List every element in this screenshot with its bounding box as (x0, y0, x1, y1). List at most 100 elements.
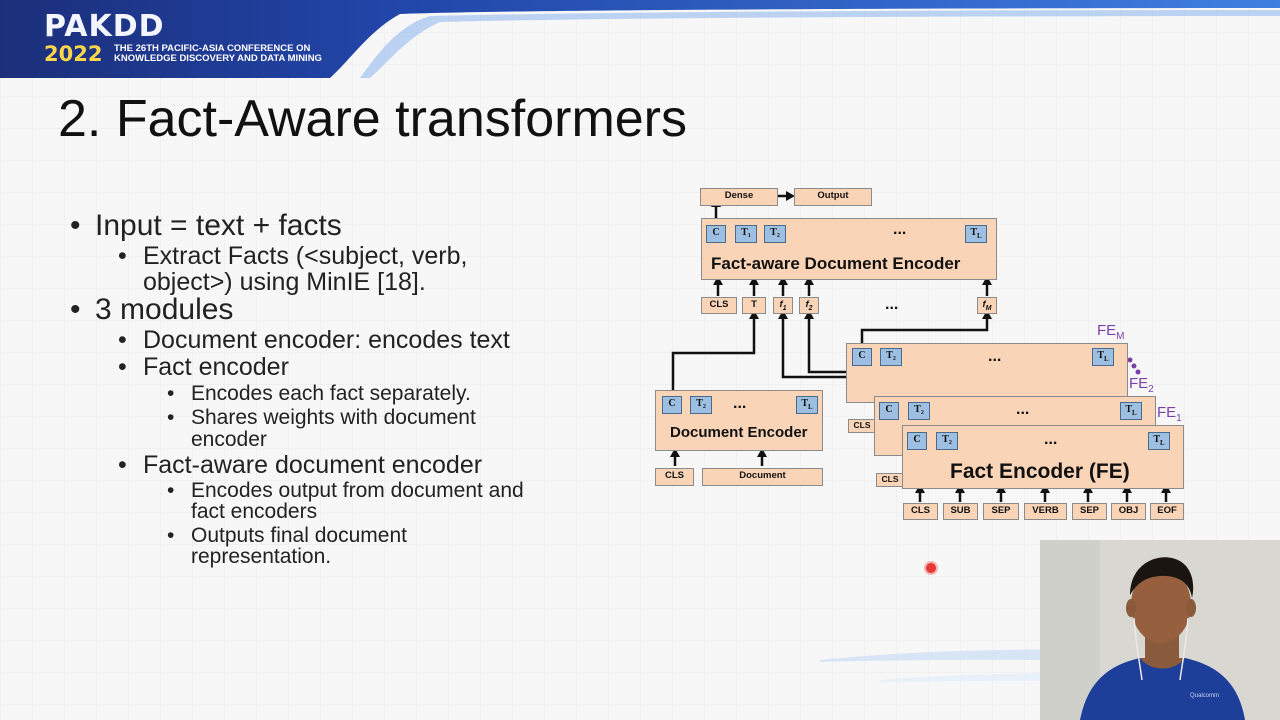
fe-1-sub: 1 (1176, 413, 1182, 424)
bullet-fact-aware: Fact-aware document encoder (143, 451, 483, 479)
bullet-input: Input = text + facts (95, 209, 342, 242)
token-t2: T₂ (764, 225, 786, 243)
conference-line-2: KNOWLEDGE DISCOVERY AND DATA MINING (114, 53, 322, 64)
bullet-dot: • (70, 293, 81, 326)
bullet-shares-weights-cont: encoder (191, 428, 267, 451)
bullet-outputs-final: Outputs final document (191, 524, 407, 547)
doc-input-cls: CLS (655, 468, 694, 486)
token-t1: T₁ (735, 225, 757, 243)
fade-input-f2: f2 (799, 297, 819, 314)
ellipsis: ... (885, 296, 899, 313)
slide-title: 2. Fact-Aware transformers (58, 90, 688, 148)
bullet-dot: • (118, 326, 127, 354)
f2-text: f (805, 299, 809, 310)
token-tl-text: T (1097, 350, 1104, 361)
cls-input: CLS (848, 419, 876, 433)
token-tl-text: T (1153, 434, 1160, 445)
bullet-extract-facts-cont: object>) using MinIE [18]. (143, 268, 426, 296)
token-t2: T₂ (908, 402, 930, 420)
bullet-dot: • (118, 451, 127, 479)
token-tl-text: T (1125, 404, 1132, 415)
token-tl: TL (1092, 348, 1114, 366)
token-tl: TL (1120, 402, 1142, 420)
fe-1-text: FE (1157, 404, 1177, 421)
fm-sub: M (985, 304, 992, 312)
fe-input-sep: SEP (983, 503, 1019, 520)
token-tl-sub: L (1132, 409, 1137, 417)
fact-encoder-label: Fact Encoder (FE) (950, 460, 1130, 483)
bullet-extract-facts: Extract Facts (<subject, verb, (143, 242, 468, 270)
presenter-image (1040, 540, 1280, 720)
fe-input-sep: SEP (1072, 503, 1107, 520)
token-c: C (662, 396, 682, 414)
fade-input-f1: f1 (773, 297, 793, 314)
token-tl: TL (1148, 432, 1170, 450)
fe-m-label: FEM (1097, 322, 1125, 342)
token-tl-text: T (970, 227, 977, 238)
ellipsis: ... (1044, 431, 1058, 448)
logo-pakdd: PAKDD (44, 9, 165, 44)
fe-1-label: FE1 (1157, 404, 1182, 424)
pakdd-logo: PAKDD 2022 THE 26TH PACIFIC-ASIA CONFERE… (44, 9, 322, 66)
fe-2-sub: 2 (1148, 384, 1154, 395)
token-t2: T₂ (936, 432, 958, 450)
ellipsis: ... (988, 348, 1002, 365)
token-t2: T₂ (690, 396, 712, 414)
fade-input-cls: CLS (701, 297, 737, 314)
ellipsis: ... (733, 395, 747, 412)
token-tl-text: T (801, 398, 808, 409)
token-tl-sub: L (1160, 439, 1165, 447)
doc-encoder-label: Document Encoder (670, 424, 808, 441)
fade-input-fm: fM (977, 297, 997, 314)
token-tl: TL (965, 225, 987, 243)
bullet-encodes-output: Encodes output from document and (191, 479, 524, 502)
bullet-dot: • (118, 242, 127, 270)
token-tl-sub: L (1104, 355, 1109, 363)
bullet-modules: 3 modules (95, 293, 234, 326)
bullet-dot: • (167, 406, 175, 429)
document-encoder (655, 390, 823, 451)
fe-2-label: FE2 (1129, 375, 1154, 395)
header-banner (0, 0, 1280, 78)
fe-input-sub: SUB (943, 503, 978, 520)
bullet-dot: • (70, 209, 81, 242)
bullet-dot: • (167, 524, 175, 547)
fe-input-cls: CLS (903, 503, 938, 520)
token-c: C (907, 432, 927, 450)
webcam-video: Qualcomm (1040, 540, 1280, 720)
conference-line-1: THE 26TH PACIFIC-ASIA CONFERENCE ON (114, 43, 311, 54)
fe-input-obj: OBJ (1111, 503, 1146, 520)
bullet-encodes-each: Encodes each fact separately. (191, 382, 471, 405)
bullet-encodes-output-cont: fact encoders (191, 500, 318, 523)
fe-m-text: FE (1097, 322, 1117, 339)
token-tl: TL (796, 396, 818, 414)
bullet-dot: • (167, 382, 175, 405)
bullet-shares-weights: Shares weights with document (191, 406, 476, 429)
doc-input-document: Document (702, 468, 823, 486)
bullet-dot: • (118, 353, 127, 381)
dense-box: Dense (700, 188, 778, 206)
cls-input: CLS (876, 473, 904, 487)
fade-label: Fact-aware Document Encoder (711, 254, 961, 273)
fe-2-text: FE (1129, 375, 1149, 392)
fe-input-verb: VERB (1024, 503, 1067, 520)
fe-input-eof: EOF (1150, 503, 1184, 520)
token-tl-sub: L (977, 232, 982, 240)
token-c: C (706, 225, 726, 243)
f2-sub: 2 (808, 304, 813, 312)
logo-year: 2022 (44, 42, 103, 66)
logo-subtitle: THE 26TH PACIFIC-ASIA CONFERENCE ON KNOW… (114, 44, 364, 64)
bullet-dot: • (167, 479, 175, 502)
f1-text: f (779, 299, 783, 310)
ellipsis: ... (1016, 401, 1030, 418)
token-tl-sub: L (808, 403, 813, 411)
bullet-doc-encoder: Document encoder: encodes text (143, 326, 510, 354)
token-c: C (879, 402, 899, 420)
pointer-cursor (926, 563, 936, 573)
fm-text: f (982, 299, 986, 310)
bullet-fact-encoder: Fact encoder (143, 353, 289, 381)
output-box: Output (794, 188, 872, 206)
fade-input-t: T (742, 297, 766, 314)
ellipsis: ... (893, 221, 907, 238)
